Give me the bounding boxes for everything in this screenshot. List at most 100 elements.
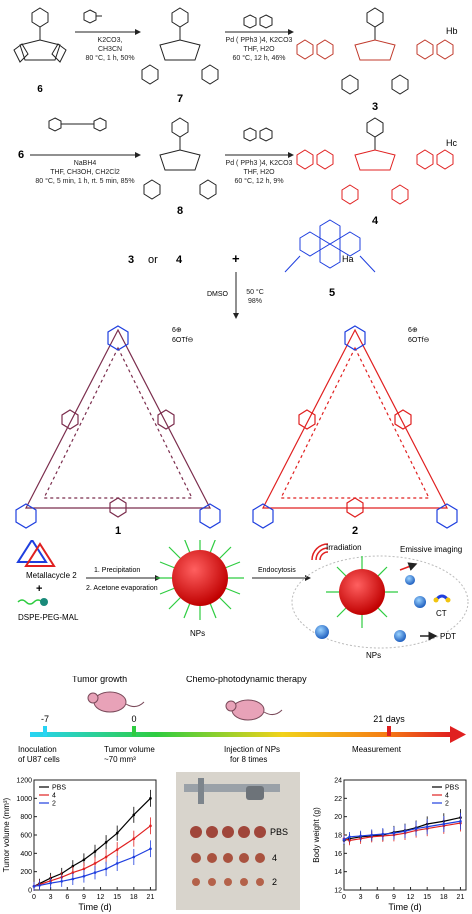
data-point: [38, 884, 41, 887]
molecule-4: [296, 117, 454, 205]
cage-2-charge: 6⊕: [408, 327, 418, 334]
cage-1-label: 1: [115, 525, 121, 537]
legend-label: 4: [52, 793, 56, 800]
y-tick-label: 1200: [16, 778, 32, 785]
synthesis-scheme: 6 7 3 Hb 6: [13, 7, 458, 319]
ha-label: Ha: [342, 254, 354, 264]
x-axis-label: Time (d): [388, 902, 421, 912]
mouse-icon-1: [87, 691, 145, 713]
x-tick-label: 3: [49, 894, 53, 901]
x-tick-label: 9: [82, 894, 86, 901]
timeline-bar: [30, 732, 450, 737]
x-tick-label: 0: [32, 894, 36, 901]
y-tick-label: 12: [334, 888, 342, 895]
tumor-row-pbs: [190, 826, 266, 838]
peg-icon: [17, 598, 48, 606]
molecule-3: [296, 7, 454, 95]
x-tick-label: 6: [65, 894, 69, 901]
combine-3: 3: [128, 254, 134, 266]
compound-5-label: 5: [329, 287, 335, 299]
metallacycle-2: [252, 325, 458, 529]
x-tick-label: 3: [359, 894, 363, 901]
data-point: [115, 831, 119, 835]
data-point: [132, 837, 136, 840]
y-tick-label: 1000: [16, 796, 32, 803]
peg-label: DSPE-PEG-MAL: [18, 613, 79, 622]
x-tick-label: 12: [407, 894, 415, 901]
x-tick-label: 12: [97, 894, 105, 901]
data-point: [149, 824, 152, 828]
ct-label: CT: [436, 609, 447, 618]
cage-2-label: 2: [352, 525, 358, 537]
combine-or: or: [148, 254, 158, 266]
data-point: [49, 881, 52, 885]
cell-outline: [291, 555, 469, 649]
compound-3-label: 3: [372, 101, 378, 113]
y-tick-label: 24: [334, 778, 342, 785]
nanoparticle-1: [156, 540, 244, 620]
data-point: [348, 835, 351, 839]
metallacycle-1: [15, 325, 221, 529]
legend-label: PBS: [52, 785, 66, 792]
metallacycles: 1 6⊕ 6OTf⊖ 2 6⊕ 6OTf⊖: [15, 325, 458, 537]
measure-label: Measurement: [352, 745, 402, 754]
data-point: [104, 841, 108, 844]
volume-line2: ~70 mm³: [104, 755, 136, 764]
data-point: [115, 862, 119, 865]
data-point: [93, 862, 97, 865]
tumor-row-2: [192, 878, 264, 886]
nanoparticle-2: [326, 556, 398, 628]
t-neg7: -7: [41, 714, 49, 724]
caliper-bar: [184, 784, 280, 792]
tick-21: [387, 726, 391, 736]
data-point: [359, 834, 362, 838]
photo-label-4: 4: [272, 853, 277, 863]
data-point: [442, 822, 446, 826]
data-point: [32, 885, 36, 888]
y-tick-label: 200: [20, 869, 32, 876]
data-point: [115, 848, 119, 851]
hb-label: Hb: [446, 26, 458, 36]
step1-label: 1. Precipitation: [94, 567, 140, 574]
y-tick-label: 16: [334, 851, 342, 858]
small-np-2: [394, 630, 406, 642]
treatment-timeline: Tumor growth Chemo-photodynamic therapy …: [18, 676, 466, 764]
data-point: [414, 827, 418, 830]
nps-label-2: NPs: [366, 651, 381, 660]
x-tick-label: 21: [147, 894, 155, 901]
compound-6-label: 6: [37, 84, 43, 95]
tick-neg7: [43, 726, 47, 736]
data-point: [104, 867, 108, 871]
t-0: 0: [131, 714, 136, 724]
data-point: [93, 871, 97, 874]
x-axis-label: Time (d): [78, 902, 111, 912]
tick-0: [132, 726, 136, 736]
inoc-line1: Inoculation: [18, 745, 57, 754]
nps-label-1: NPs: [190, 629, 205, 638]
tumor-growth-label: Tumor growth: [72, 676, 127, 684]
compound-4-label: 4: [372, 215, 379, 227]
emissive-label: Emissive imaging: [400, 545, 462, 554]
photo-label-pbs: PBS: [270, 827, 288, 837]
combine-plus: +: [232, 251, 240, 266]
y-tick-label: 0: [28, 888, 32, 895]
hc-label: Hc: [446, 138, 457, 148]
y-tick-label: 18: [334, 833, 342, 840]
np-scheme: Metallacycle 2 + DSPE-PEG-MAL 1. Precipi…: [16, 540, 469, 660]
photo-label-2: 2: [272, 877, 277, 887]
dmso-label: DMSO: [207, 291, 229, 298]
ct-icon: [433, 594, 451, 603]
cage-1-charge: 6⊕: [172, 327, 182, 334]
legend-label: PBS: [445, 785, 459, 792]
y-tick-label: 20: [334, 814, 342, 821]
legend-label: 2: [52, 801, 56, 808]
data-point: [71, 877, 75, 881]
pyridylboronic-reagent-2: [243, 127, 273, 142]
inoc-line2: of U87 cells: [18, 755, 60, 764]
irradiation-label: Irradiation: [326, 543, 362, 552]
